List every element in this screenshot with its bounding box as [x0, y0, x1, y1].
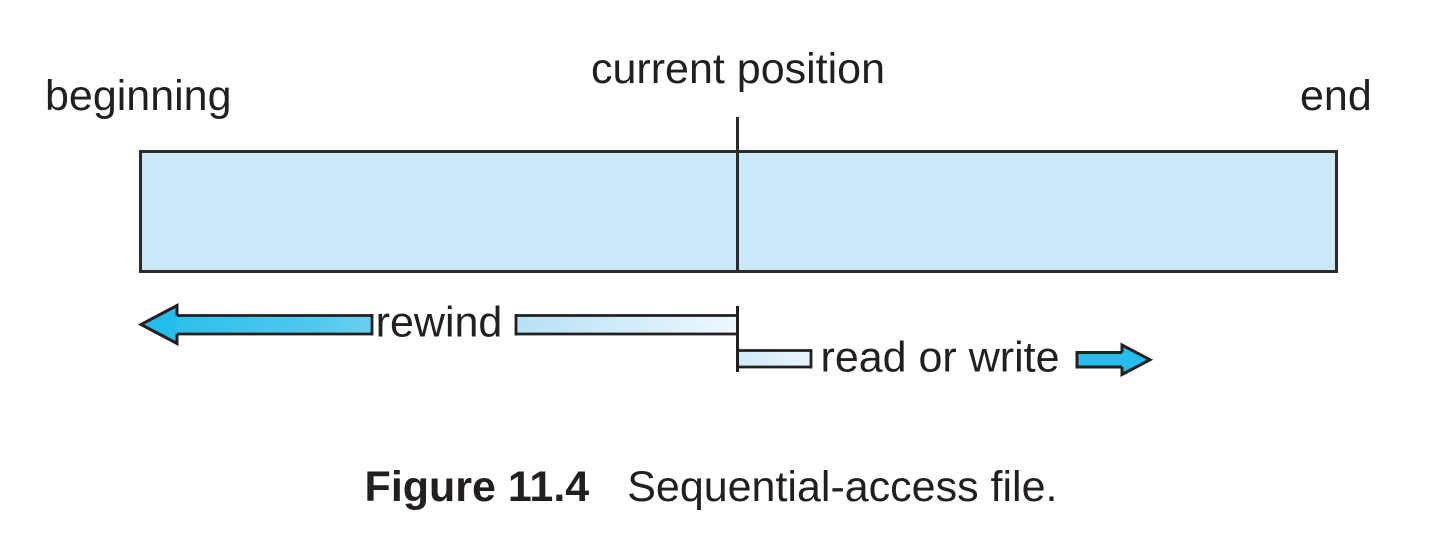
read-write-segment	[738, 350, 811, 367]
beginning-label: beginning	[45, 72, 232, 120]
right-arrowhead-icon	[1077, 345, 1150, 375]
read-write-arrow	[738, 342, 1154, 377]
rewind-shaft-right	[516, 315, 739, 334]
rewind-label: rewind	[375, 298, 503, 347]
read-write-label: read or write	[820, 333, 1060, 382]
rewind-shaft-left	[174, 315, 372, 334]
rewind-arrow	[137, 303, 739, 346]
end-label: end	[1300, 72, 1372, 120]
left-arrowhead-icon	[141, 305, 177, 344]
figure-caption: Figure 11.4 Sequential-access file.	[0, 466, 1422, 509]
current-position-label: current position	[591, 45, 885, 93]
position-connector-line	[736, 306, 739, 372]
current-position-line	[736, 117, 739, 273]
caption-number: Figure 11.4	[364, 463, 590, 511]
caption-text: Sequential-access file.	[627, 463, 1058, 511]
